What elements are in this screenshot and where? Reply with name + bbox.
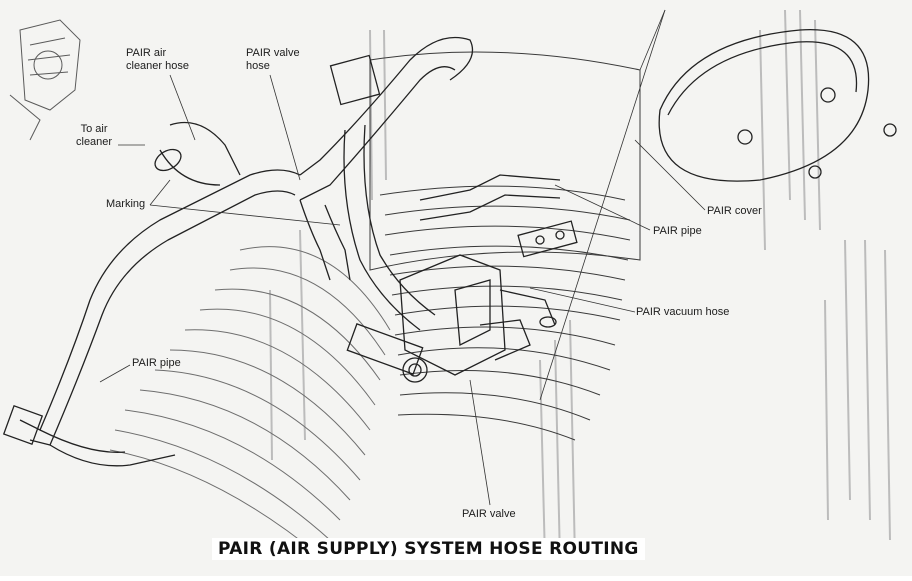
label-to-air-cleaner: To air cleaner	[76, 123, 112, 149]
carburetor-sketch	[9, 19, 81, 141]
pair-pipe-right-shape	[419, 174, 578, 258]
label-pair-valve-hose-line2: hose	[246, 60, 270, 72]
label-to-air-cleaner-line2: cleaner	[76, 136, 113, 148]
label-marking: Marking	[106, 198, 146, 210]
pair-air-cleaner-hose-shape	[154, 36, 474, 201]
label-pair-air-cleaner-hose-line1: PAIR air	[126, 47, 167, 59]
lower-cylinder-fins	[109, 246, 391, 557]
label-pair-vacuum-hose: PAIR vacuum hose	[636, 306, 730, 318]
pair-cover-shape	[658, 29, 897, 182]
label-pair-valve-hose: PAIR valve hose	[246, 47, 300, 73]
label-pair-valve-hose-line1: PAIR valve	[246, 47, 300, 59]
label-pair-pipe-left: PAIR pipe	[132, 357, 181, 369]
label-to-air-cleaner-line1: To air	[80, 123, 108, 135]
label-pair-pipe-right: PAIR pipe	[653, 225, 702, 237]
bleed-through-text	[269, 9, 891, 561]
page-title: PAIR (AIR SUPPLY) SYSTEM HOSE ROUTING	[212, 538, 645, 560]
leader-lines	[99, 9, 706, 506]
pair-valve-hose-shape	[299, 54, 436, 331]
cylinder-fins	[369, 51, 641, 441]
label-pair-valve: PAIR valve	[462, 508, 516, 520]
label-pair-air-cleaner-hose: PAIR air cleaner hose	[126, 47, 189, 73]
label-pair-air-cleaner-hose-line2: cleaner hose	[126, 60, 189, 72]
pair-valve-shape	[346, 254, 557, 383]
label-pair-cover: PAIR cover	[707, 205, 762, 217]
pair-pipe-left-shape	[2, 169, 301, 467]
